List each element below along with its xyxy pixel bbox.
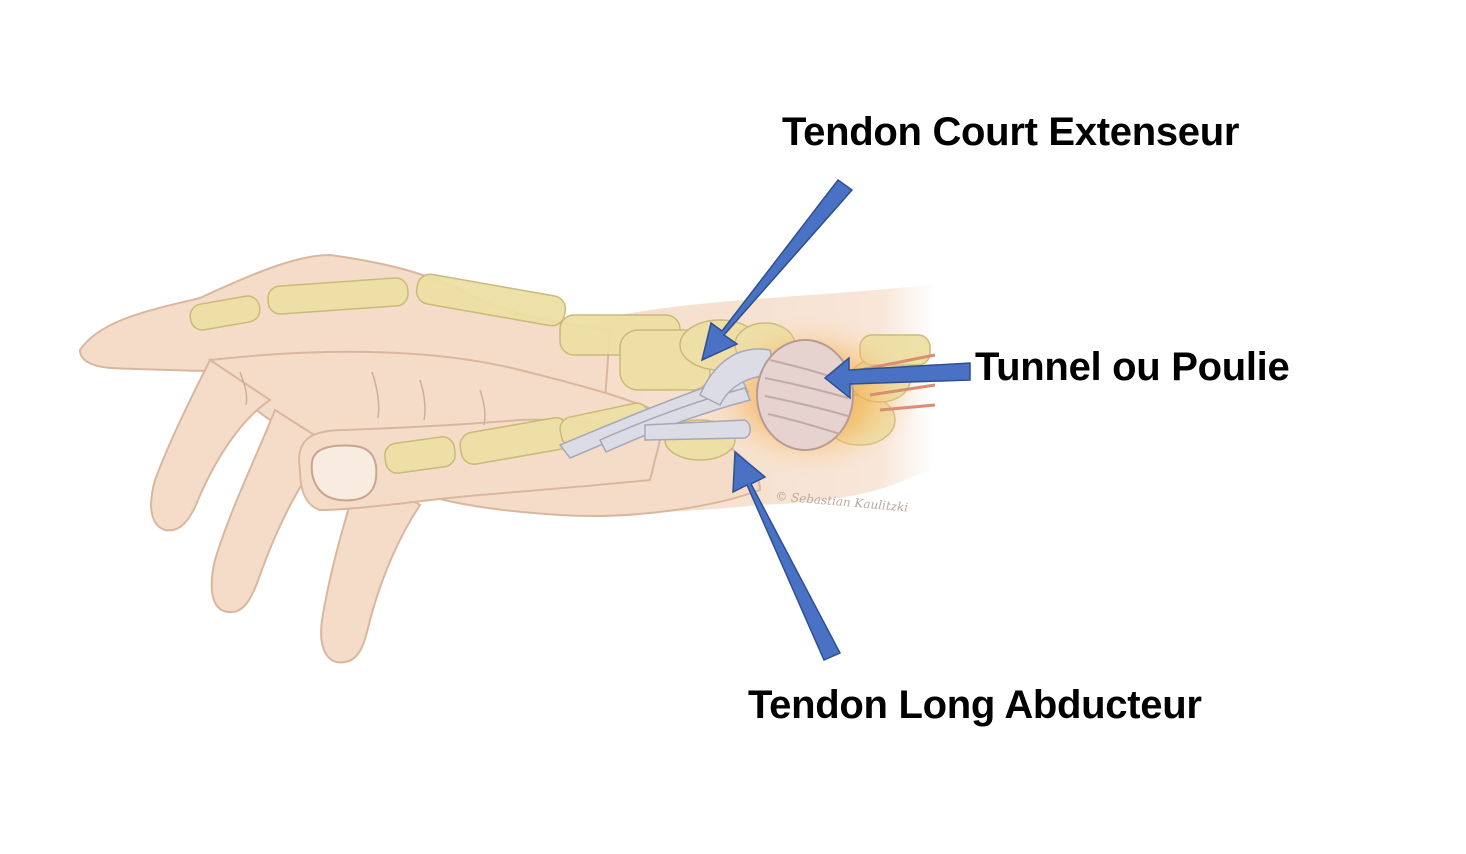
- arrows: [700, 178, 971, 661]
- tendons: [558, 348, 776, 459]
- little-finger: [320, 468, 422, 664]
- arrow-tunnel: [823, 356, 971, 400]
- thumbnail: [310, 444, 378, 502]
- arrow-long-abductor: [732, 450, 842, 661]
- forearm-tendons: [859, 353, 936, 412]
- hand-illustration: [78, 253, 936, 664]
- skin-creases: [239, 371, 486, 426]
- middle-finger: [150, 358, 272, 532]
- arrow-short-extensor: [700, 178, 854, 362]
- label-tunnel-pulley: Tunnel ou Poulie: [975, 345, 1290, 389]
- pulley-sheath: [756, 339, 854, 451]
- label-long-abductor-tendon: Tendon Long Abducteur: [748, 683, 1202, 727]
- label-short-extensor-tendon: Tendon Court Extenseur: [782, 110, 1240, 154]
